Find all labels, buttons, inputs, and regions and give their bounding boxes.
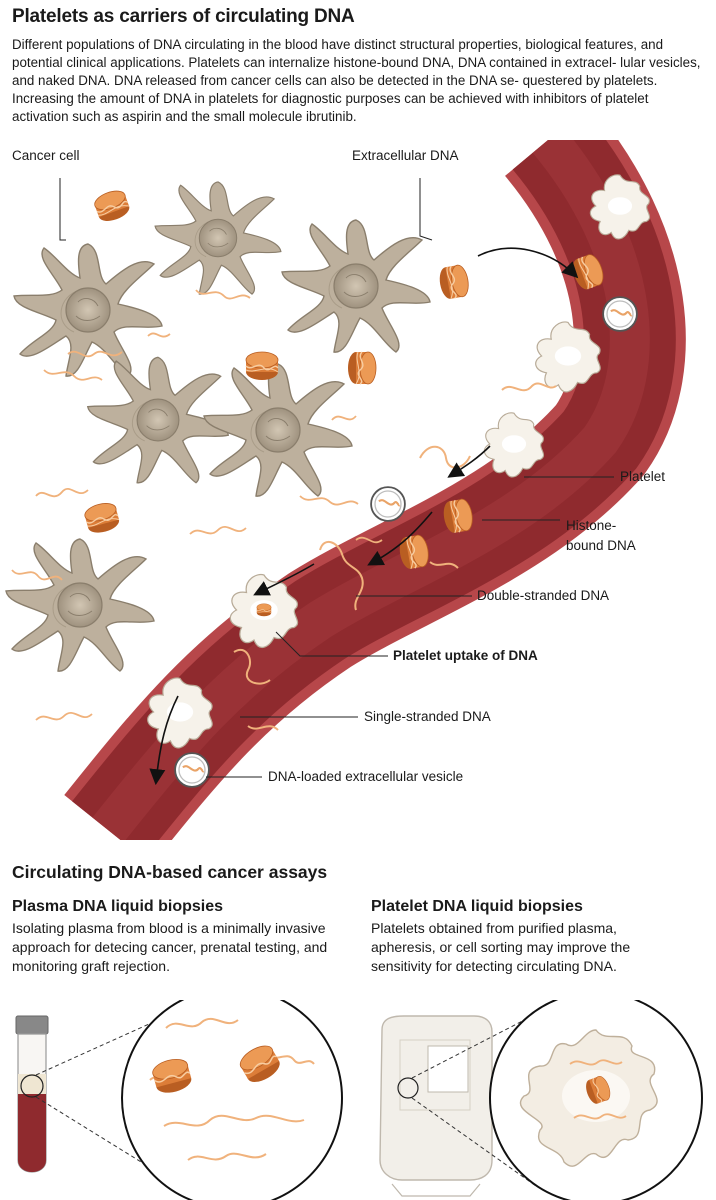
figure-description: Different populations of DNA circulating…	[12, 37, 701, 124]
label-histone-bound-dna: Histone- bound DNA	[566, 516, 636, 556]
label-platelet-uptake: Platelet uptake of DNA	[393, 648, 538, 663]
platelet-dna-strands	[569, 1059, 627, 1120]
apheresis-bag	[379, 1015, 493, 1197]
free-dna-strands	[11, 289, 383, 721]
platelet-zoom-circle	[489, 1000, 703, 1200]
cancer-cell	[5, 538, 155, 672]
label-double-stranded-dna: Double-stranded DNA	[477, 588, 610, 603]
plasma-zoom-circle	[121, 1000, 343, 1200]
cancer-cell	[281, 219, 431, 353]
blood-tube	[15, 1015, 49, 1173]
cancer-cell	[203, 363, 353, 497]
circulation-diagram	[5, 140, 686, 840]
plasma-biopsy-text: Isolating plasma from blood is a minimal…	[12, 920, 328, 974]
leader-lines	[59, 178, 614, 778]
assay-diagram	[15, 1000, 703, 1200]
extracellular-vesicle	[370, 486, 406, 522]
histone-bound-dna	[347, 351, 377, 385]
label-platelet: Platelet	[620, 469, 666, 484]
platelet-biopsy-title: Platelet DNA liquid biopsies	[371, 898, 583, 915]
label-cancer-cell: Cancer cell	[12, 148, 80, 163]
assays-title: Circulating DNA-based cancer assays	[12, 862, 328, 882]
flow-arrows	[149, 247, 579, 786]
zoom-lines	[411, 1013, 537, 1187]
label-single-stranded-dna: Single-stranded DNA	[364, 709, 491, 724]
label-extracellular-dna: Extracellular DNA	[352, 148, 459, 163]
platelet-biopsy-text: Platelets obtained from purified plasma,…	[371, 920, 631, 974]
cancer-cell	[154, 181, 282, 295]
label-histone-line1: Histone-	[566, 518, 617, 533]
histone-bound-dna	[91, 186, 133, 226]
figure-title: Platelets as carriers of circulating DNA	[12, 6, 355, 27]
extracellular-vesicle	[174, 752, 210, 788]
extracellular-vesicle	[602, 296, 638, 332]
histone-bound-dna	[245, 351, 279, 381]
histone-bound-dna	[82, 499, 122, 537]
plasma-biopsy-title: Plasma DNA liquid biopsies	[12, 898, 224, 915]
label-histone-line2: bound DNA	[566, 538, 636, 553]
label-dna-loaded-vesicle: DNA-loaded extracellular vesicle	[268, 769, 464, 784]
histone-bound-dna	[436, 263, 472, 301]
